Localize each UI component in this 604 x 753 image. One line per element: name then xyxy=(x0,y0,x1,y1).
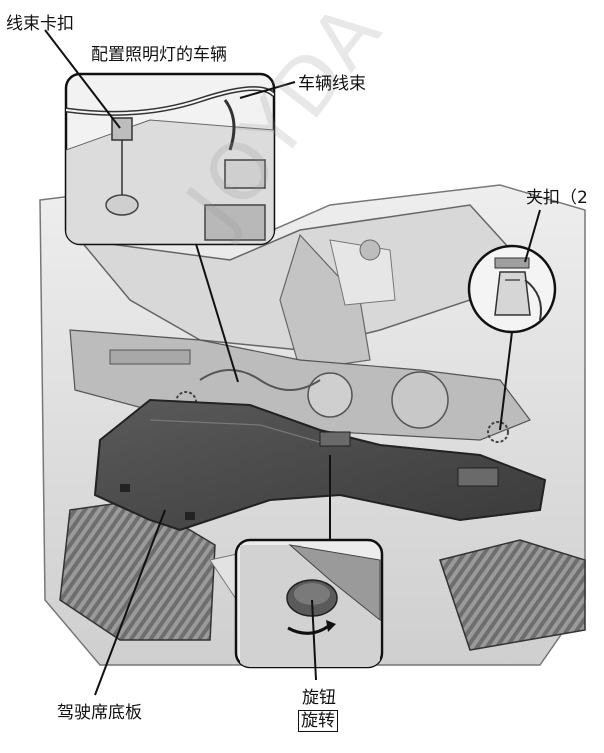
leader-lines xyxy=(44,29,541,696)
label-lighting-vehicle: 配置照明灯的车辆 xyxy=(91,45,227,65)
inset-clip-detail xyxy=(467,244,557,334)
label-knob: 旋钮 xyxy=(302,688,336,708)
label-clips: 夹扣（2 xyxy=(526,188,588,208)
label-rotate: 旋转 xyxy=(298,710,338,732)
inset-knob-detail xyxy=(234,538,384,669)
label-vehicle-harness: 车辆线束 xyxy=(298,74,366,94)
driver-floor-panel xyxy=(93,398,547,532)
label-harness-clip: 线束卡扣 xyxy=(6,14,74,34)
label-driver-floor-panel: 驾驶席底板 xyxy=(57,703,142,723)
inset-harness-detail xyxy=(64,72,276,246)
